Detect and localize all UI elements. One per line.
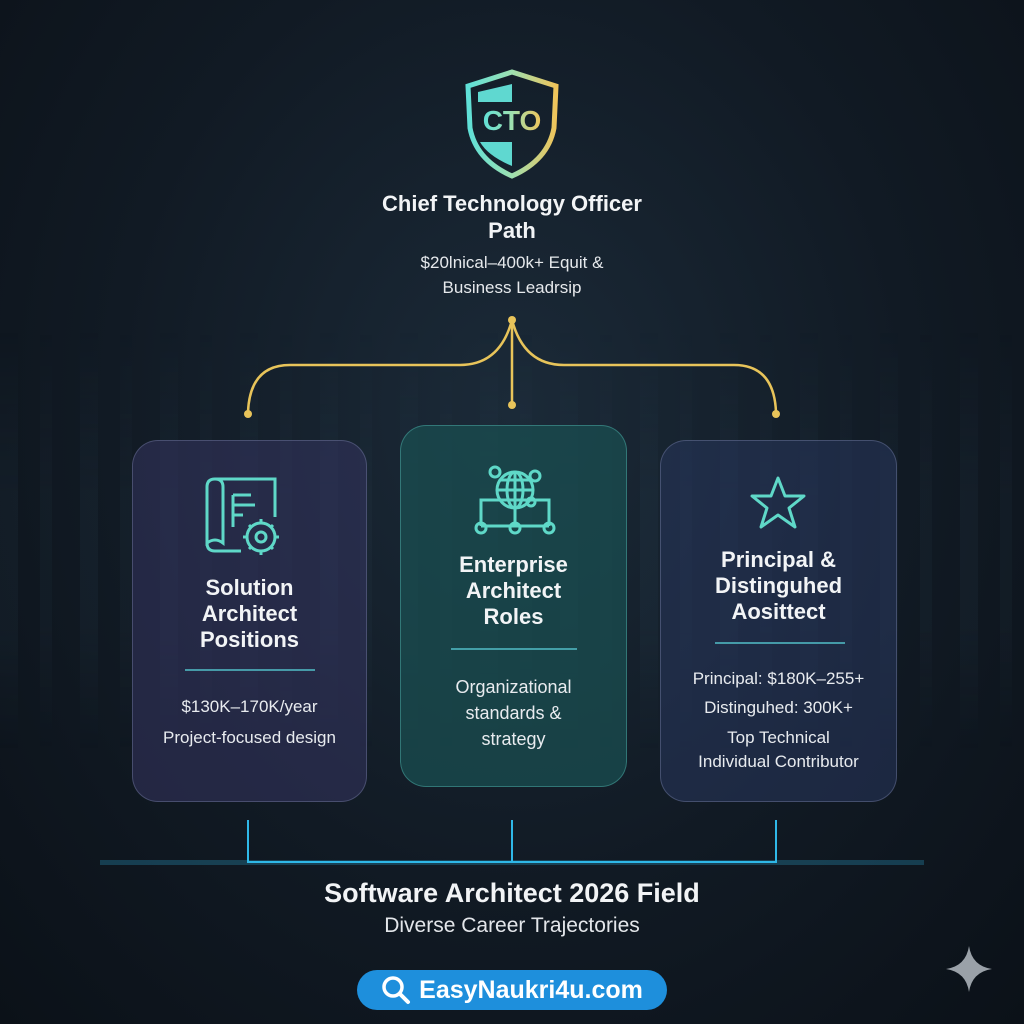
star-icon bbox=[750, 476, 806, 529]
website-link[interactable]: EasyNaukri4u.com bbox=[357, 970, 667, 1010]
header-subtitle-line: $20lnical–400k+ Equit & bbox=[420, 253, 604, 272]
divider bbox=[715, 642, 845, 644]
bottom-bracket bbox=[247, 820, 777, 863]
blueprint-gear-icon bbox=[205, 477, 279, 555]
connector-left bbox=[246, 319, 514, 413]
cto-shield-icon: CTO bbox=[465, 69, 559, 179]
header-title: Chief Technology Officer Path bbox=[382, 191, 642, 243]
divider bbox=[185, 669, 315, 671]
card-text: Principal: $180K–255+Distinguhed: 300K+ … bbox=[692, 669, 865, 771]
search-icon bbox=[382, 976, 411, 1004]
header-subtitle-line: Business Leadrsip bbox=[442, 278, 582, 297]
website-text: EasyNaukri4u.com bbox=[419, 975, 643, 1004]
sparkle-icon bbox=[946, 946, 992, 992]
badge-text: CTO bbox=[483, 105, 542, 136]
footer-title: Software Architect 2026 Field bbox=[324, 878, 700, 908]
header-subtitle: $20lnical–400k+ Equit & Business Leadrsi… bbox=[362, 250, 662, 300]
globe-network-icon bbox=[474, 465, 556, 535]
connector-right bbox=[510, 319, 778, 413]
footer-subtitle: Diverse Career Trajectories bbox=[384, 914, 640, 937]
divider bbox=[451, 648, 577, 650]
